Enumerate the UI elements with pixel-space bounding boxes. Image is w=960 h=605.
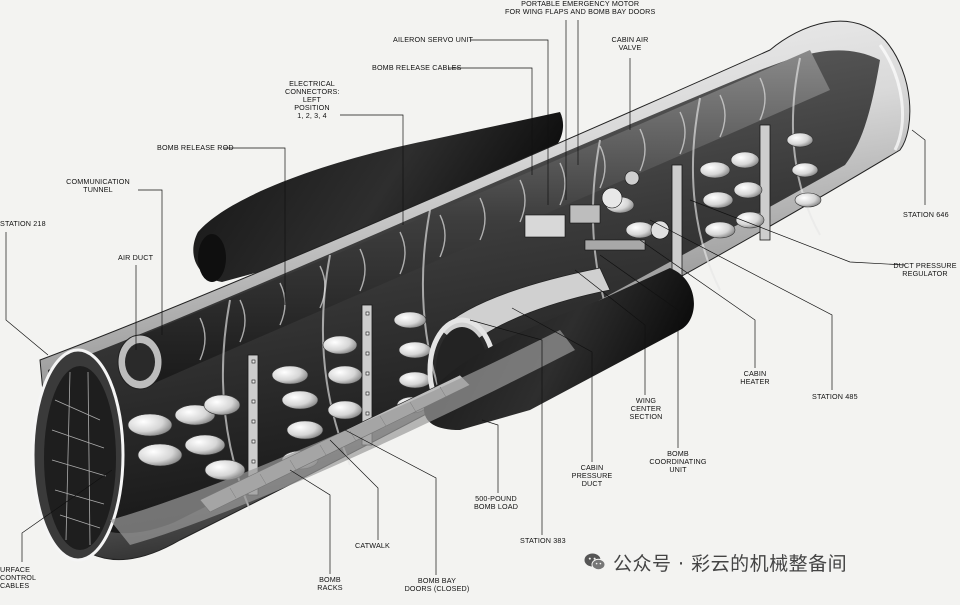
- label-wing-center-section: WING CENTER SECTION: [629, 396, 663, 421]
- label-cabin-heater: CABIN HEATER: [740, 369, 770, 386]
- label-bomb-release-cables: BOMB RELEASE CABLES: [372, 63, 462, 72]
- label-portable-emergency-motor: PORTABLE EMERGENCY MOTOR FOR WING FLAPS …: [505, 0, 656, 16]
- label-bomb-release-rod: BOMB RELEASE ROD: [157, 143, 234, 152]
- label-cabin-pressure-duct: CABIN PRESSURE DUCT: [571, 463, 613, 488]
- wechat-icon: [584, 553, 606, 571]
- label-bomb-racks: BOMB RACKS: [317, 575, 343, 592]
- label-bomb-bay-doors: BOMB BAY DOORS (CLOSED): [404, 576, 470, 593]
- label-bomb-coordinating-unit: BOMB COORDINATING UNIT: [649, 449, 707, 474]
- label-station-383: STATION 383: [520, 536, 566, 545]
- label-duct-pressure-regulator: DUCT PRESSURE REGULATOR: [893, 261, 957, 278]
- watermark: 公众号 · 彩云的机械整备间: [583, 548, 847, 576]
- label-electrical-connectors: ELECTRICAL CONNECTORS: LEFT POSITION 1, …: [285, 79, 340, 120]
- label-station-485: STATION 485: [812, 392, 858, 401]
- label-air-duct: AIR DUCT: [118, 253, 154, 262]
- label-communication-tunnel: COMMUNICATION TUNNEL: [66, 177, 130, 194]
- label-catwalk: CATWALK: [355, 541, 390, 550]
- label-cabin-air-valve: CABIN AIR VALVE: [611, 35, 649, 52]
- label-bomb-load: 500-POUND BOMB LOAD: [473, 494, 519, 511]
- watermark-text: 公众号 · 彩云的机械整备间: [613, 552, 848, 575]
- label-surface-control-cables: URFACE CONTROL CABLES: [0, 565, 37, 590]
- label-station-646: STATION 646: [903, 210, 949, 219]
- label-station-218: STATION 218: [0, 219, 46, 228]
- label-aileron-servo-unit: AILERON SERVO UNIT: [393, 35, 474, 44]
